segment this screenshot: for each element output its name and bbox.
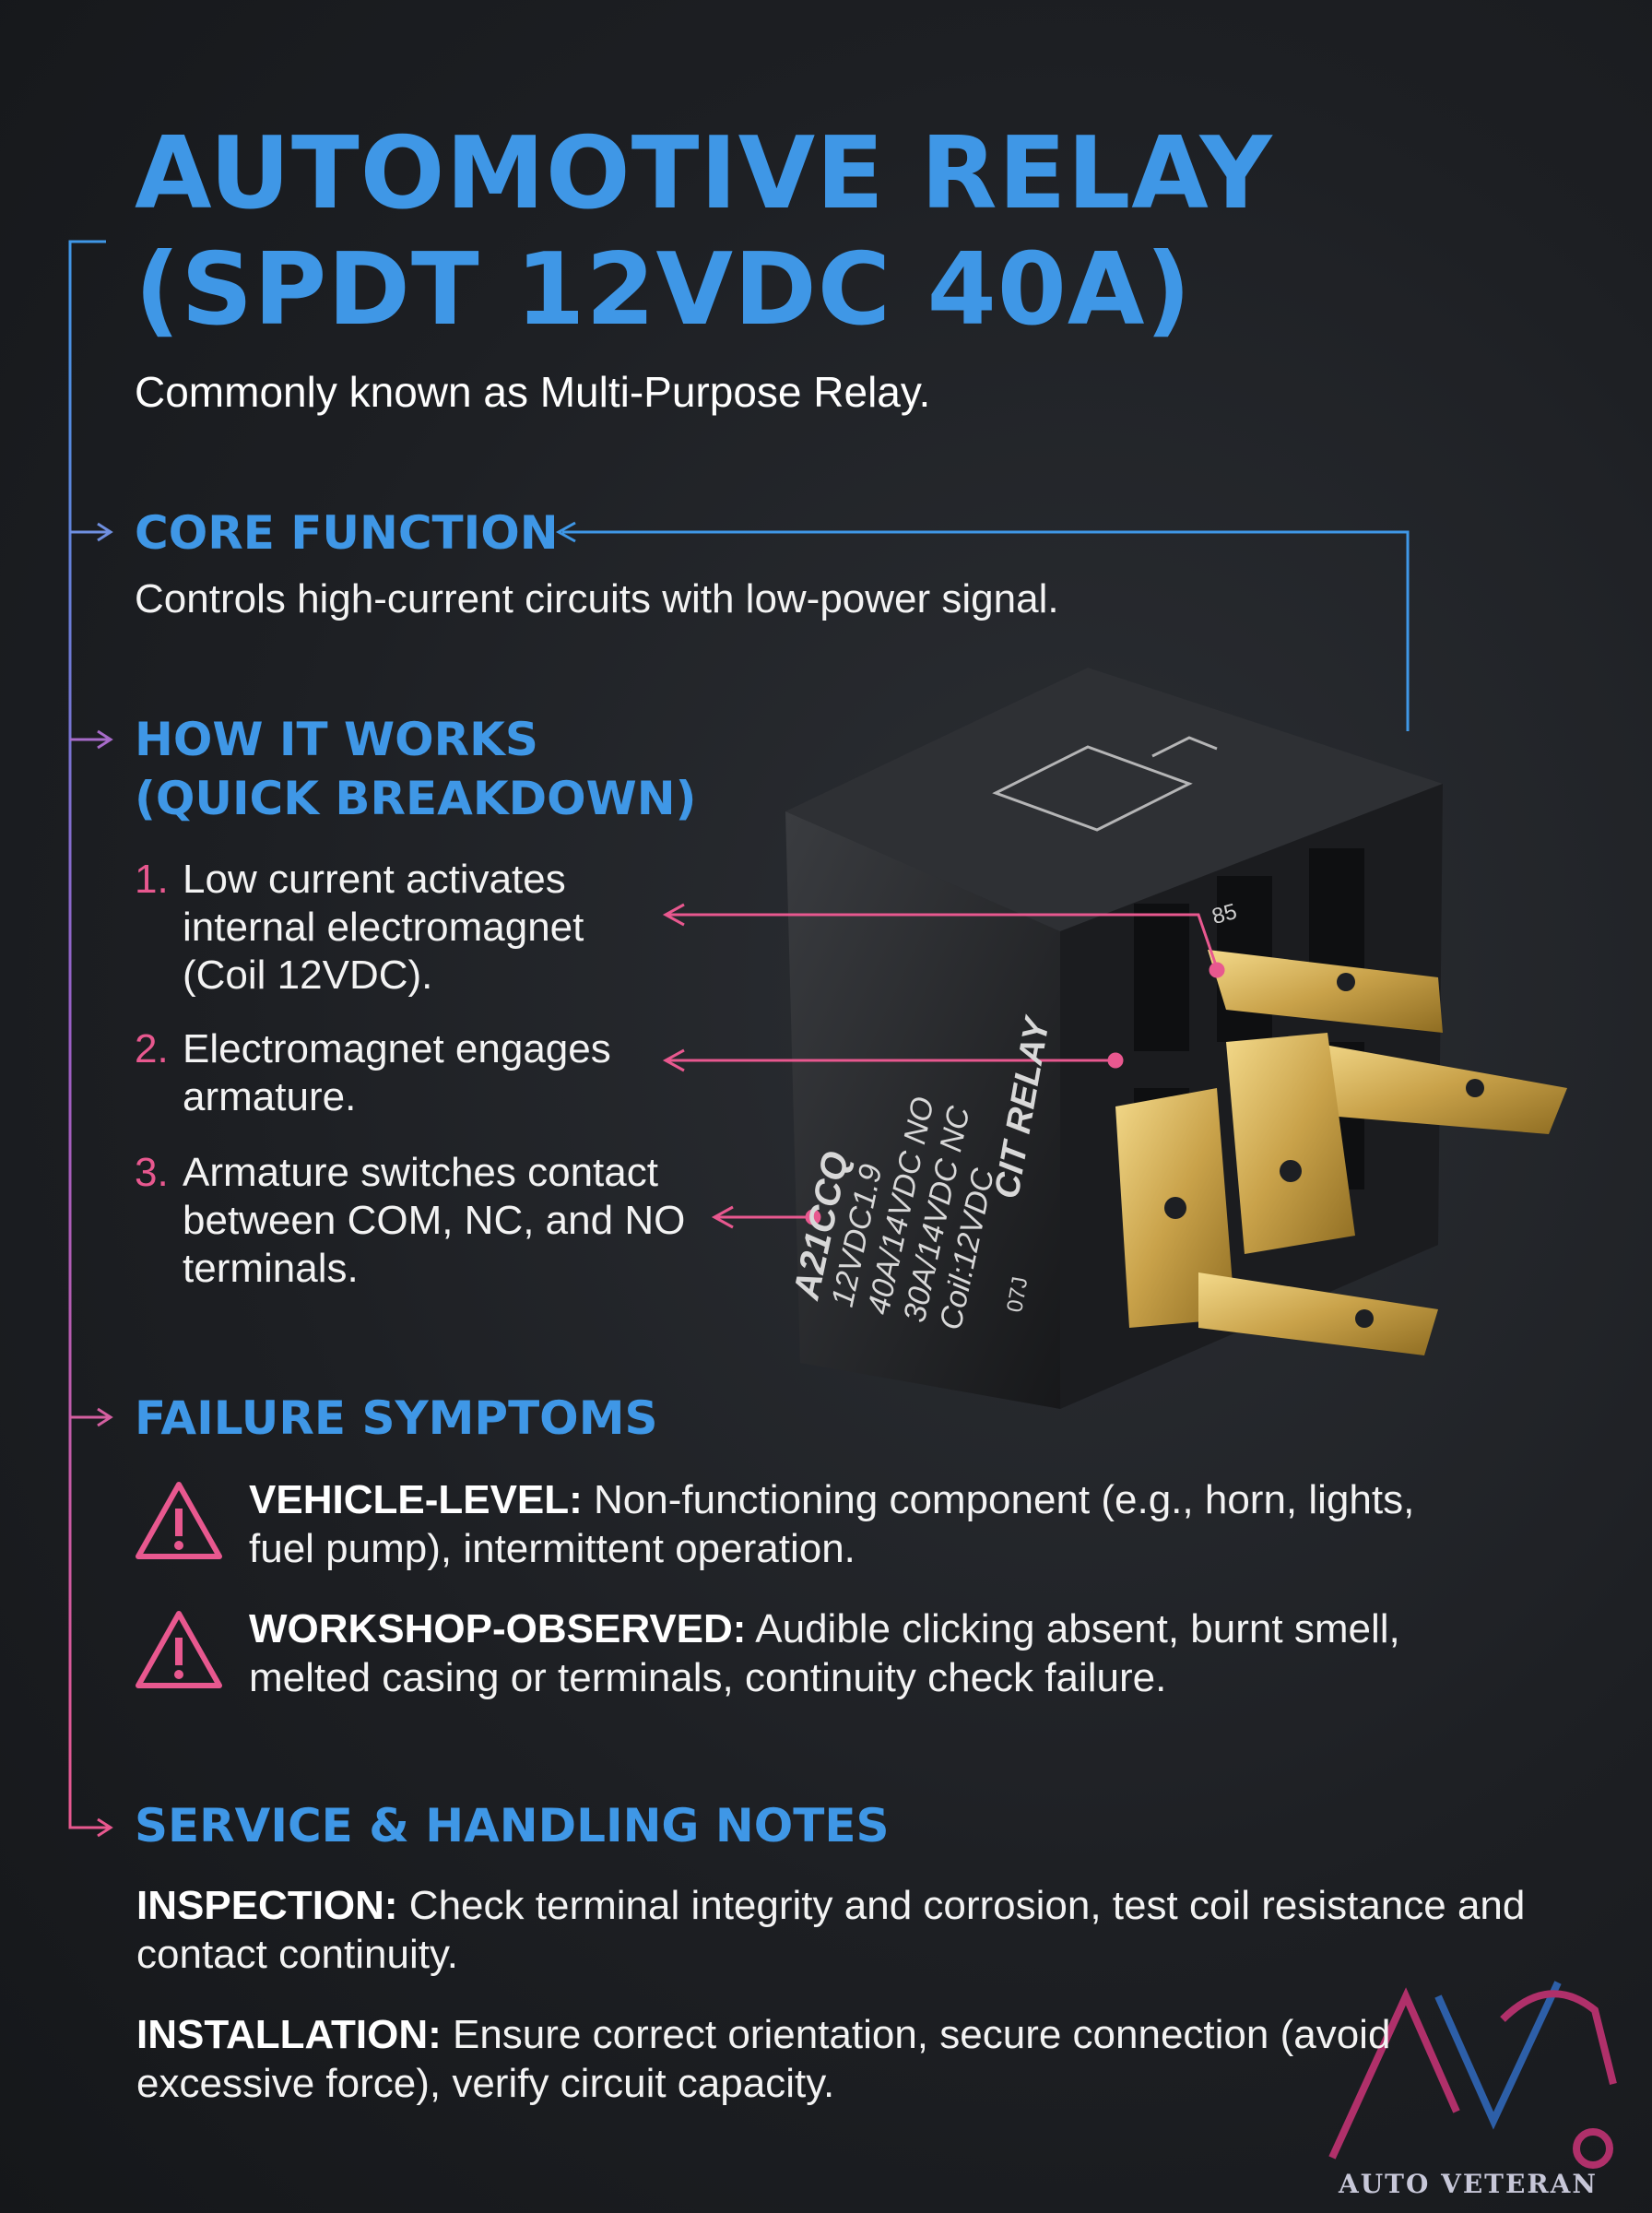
warning-icon bbox=[136, 1482, 222, 1559]
how-it-works-heading: HOW IT WORKS (QUICK BREAKDOWN) bbox=[135, 710, 696, 828]
terminal-86 bbox=[1309, 1042, 1567, 1134]
service-notes-heading: SERVICE & HANDLING NOTES bbox=[135, 1799, 890, 1852]
how-it-works-heading-line-2: (QUICK BREAKDOWN) bbox=[135, 772, 697, 825]
symptom-description: Audible clicking absent, burnt smell, me… bbox=[249, 1606, 1400, 1700]
step-2-pointer bbox=[662, 1048, 1124, 1072]
left-bracket-line bbox=[68, 240, 106, 1829]
note-inspection: INSPECTION: Check terminal integrity and… bbox=[136, 1881, 1575, 1979]
symptom-text: WORKSHOP-OBSERVED: Audible clicking abse… bbox=[249, 1604, 1475, 1702]
step-1-pointer bbox=[662, 903, 1225, 978]
how-it-works-heading-line-1: HOW IT WORKS bbox=[135, 713, 538, 766]
note-description: Ensure correct orientation, secure conne… bbox=[136, 2012, 1391, 2106]
section-arrow-how bbox=[70, 729, 113, 750]
subtitle: Commonly known as Multi-Purpose Relay. bbox=[135, 368, 931, 416]
note-installation: INSTALLATION: Ensure correct orientation… bbox=[136, 2010, 1464, 2108]
step-number: 1. bbox=[135, 857, 169, 902]
step-number: 3. bbox=[135, 1150, 169, 1195]
core-function-connector bbox=[555, 521, 1410, 731]
step-number: 2. bbox=[135, 1026, 169, 1071]
symptom-label: VEHICLE-LEVEL: bbox=[249, 1477, 583, 1522]
step-3-pointer bbox=[711, 1205, 821, 1229]
terminal-87a bbox=[1198, 1272, 1438, 1355]
note-label: INSTALLATION: bbox=[136, 2012, 442, 2057]
failure-symptoms-heading: FAILURE SYMPTOMS bbox=[135, 1391, 658, 1445]
title-line-2: (SPDT 12VDC 40A) bbox=[135, 232, 1192, 348]
step-text: Armature switches contact between COM, N… bbox=[183, 1150, 686, 1291]
symptom-description: Non-functioning component (e.g., horn, l… bbox=[249, 1477, 1415, 1571]
symptom-label: WORKSHOP-OBSERVED: bbox=[249, 1606, 747, 1651]
core-function-heading: CORE FUNCTION bbox=[135, 506, 559, 560]
symptom-text: VEHICLE-LEVEL: Non-functioning component… bbox=[249, 1475, 1475, 1573]
page-title: AUTOMOTIVE RELAY (SPDT 12VDC 40A) bbox=[135, 116, 1333, 349]
section-arrow-core bbox=[70, 522, 113, 542]
step-text: Low current activates internal electroma… bbox=[183, 857, 584, 998]
terminal-85 bbox=[1208, 950, 1443, 1033]
title-line-1: AUTOMOTIVE RELAY bbox=[135, 116, 1273, 231]
section-arrow-failure bbox=[70, 1407, 113, 1427]
core-function-text: Controls high-current circuits with low-… bbox=[135, 576, 1059, 621]
warning-icon bbox=[136, 1611, 222, 1688]
note-description: Check terminal integrity and corrosion, … bbox=[136, 1883, 1526, 1977]
auto-veteran-logo-mark bbox=[1328, 1981, 1617, 2169]
note-label: INSPECTION: bbox=[136, 1883, 398, 1928]
step-text: Electromagnet engages armature. bbox=[183, 1026, 611, 1119]
relay-illustration bbox=[785, 668, 1567, 1409]
terminal-87 bbox=[1226, 1033, 1355, 1254]
auto-veteran-logo-text: AUTO VETERAN bbox=[1339, 2169, 1598, 2199]
section-arrow-service bbox=[70, 1817, 113, 1838]
